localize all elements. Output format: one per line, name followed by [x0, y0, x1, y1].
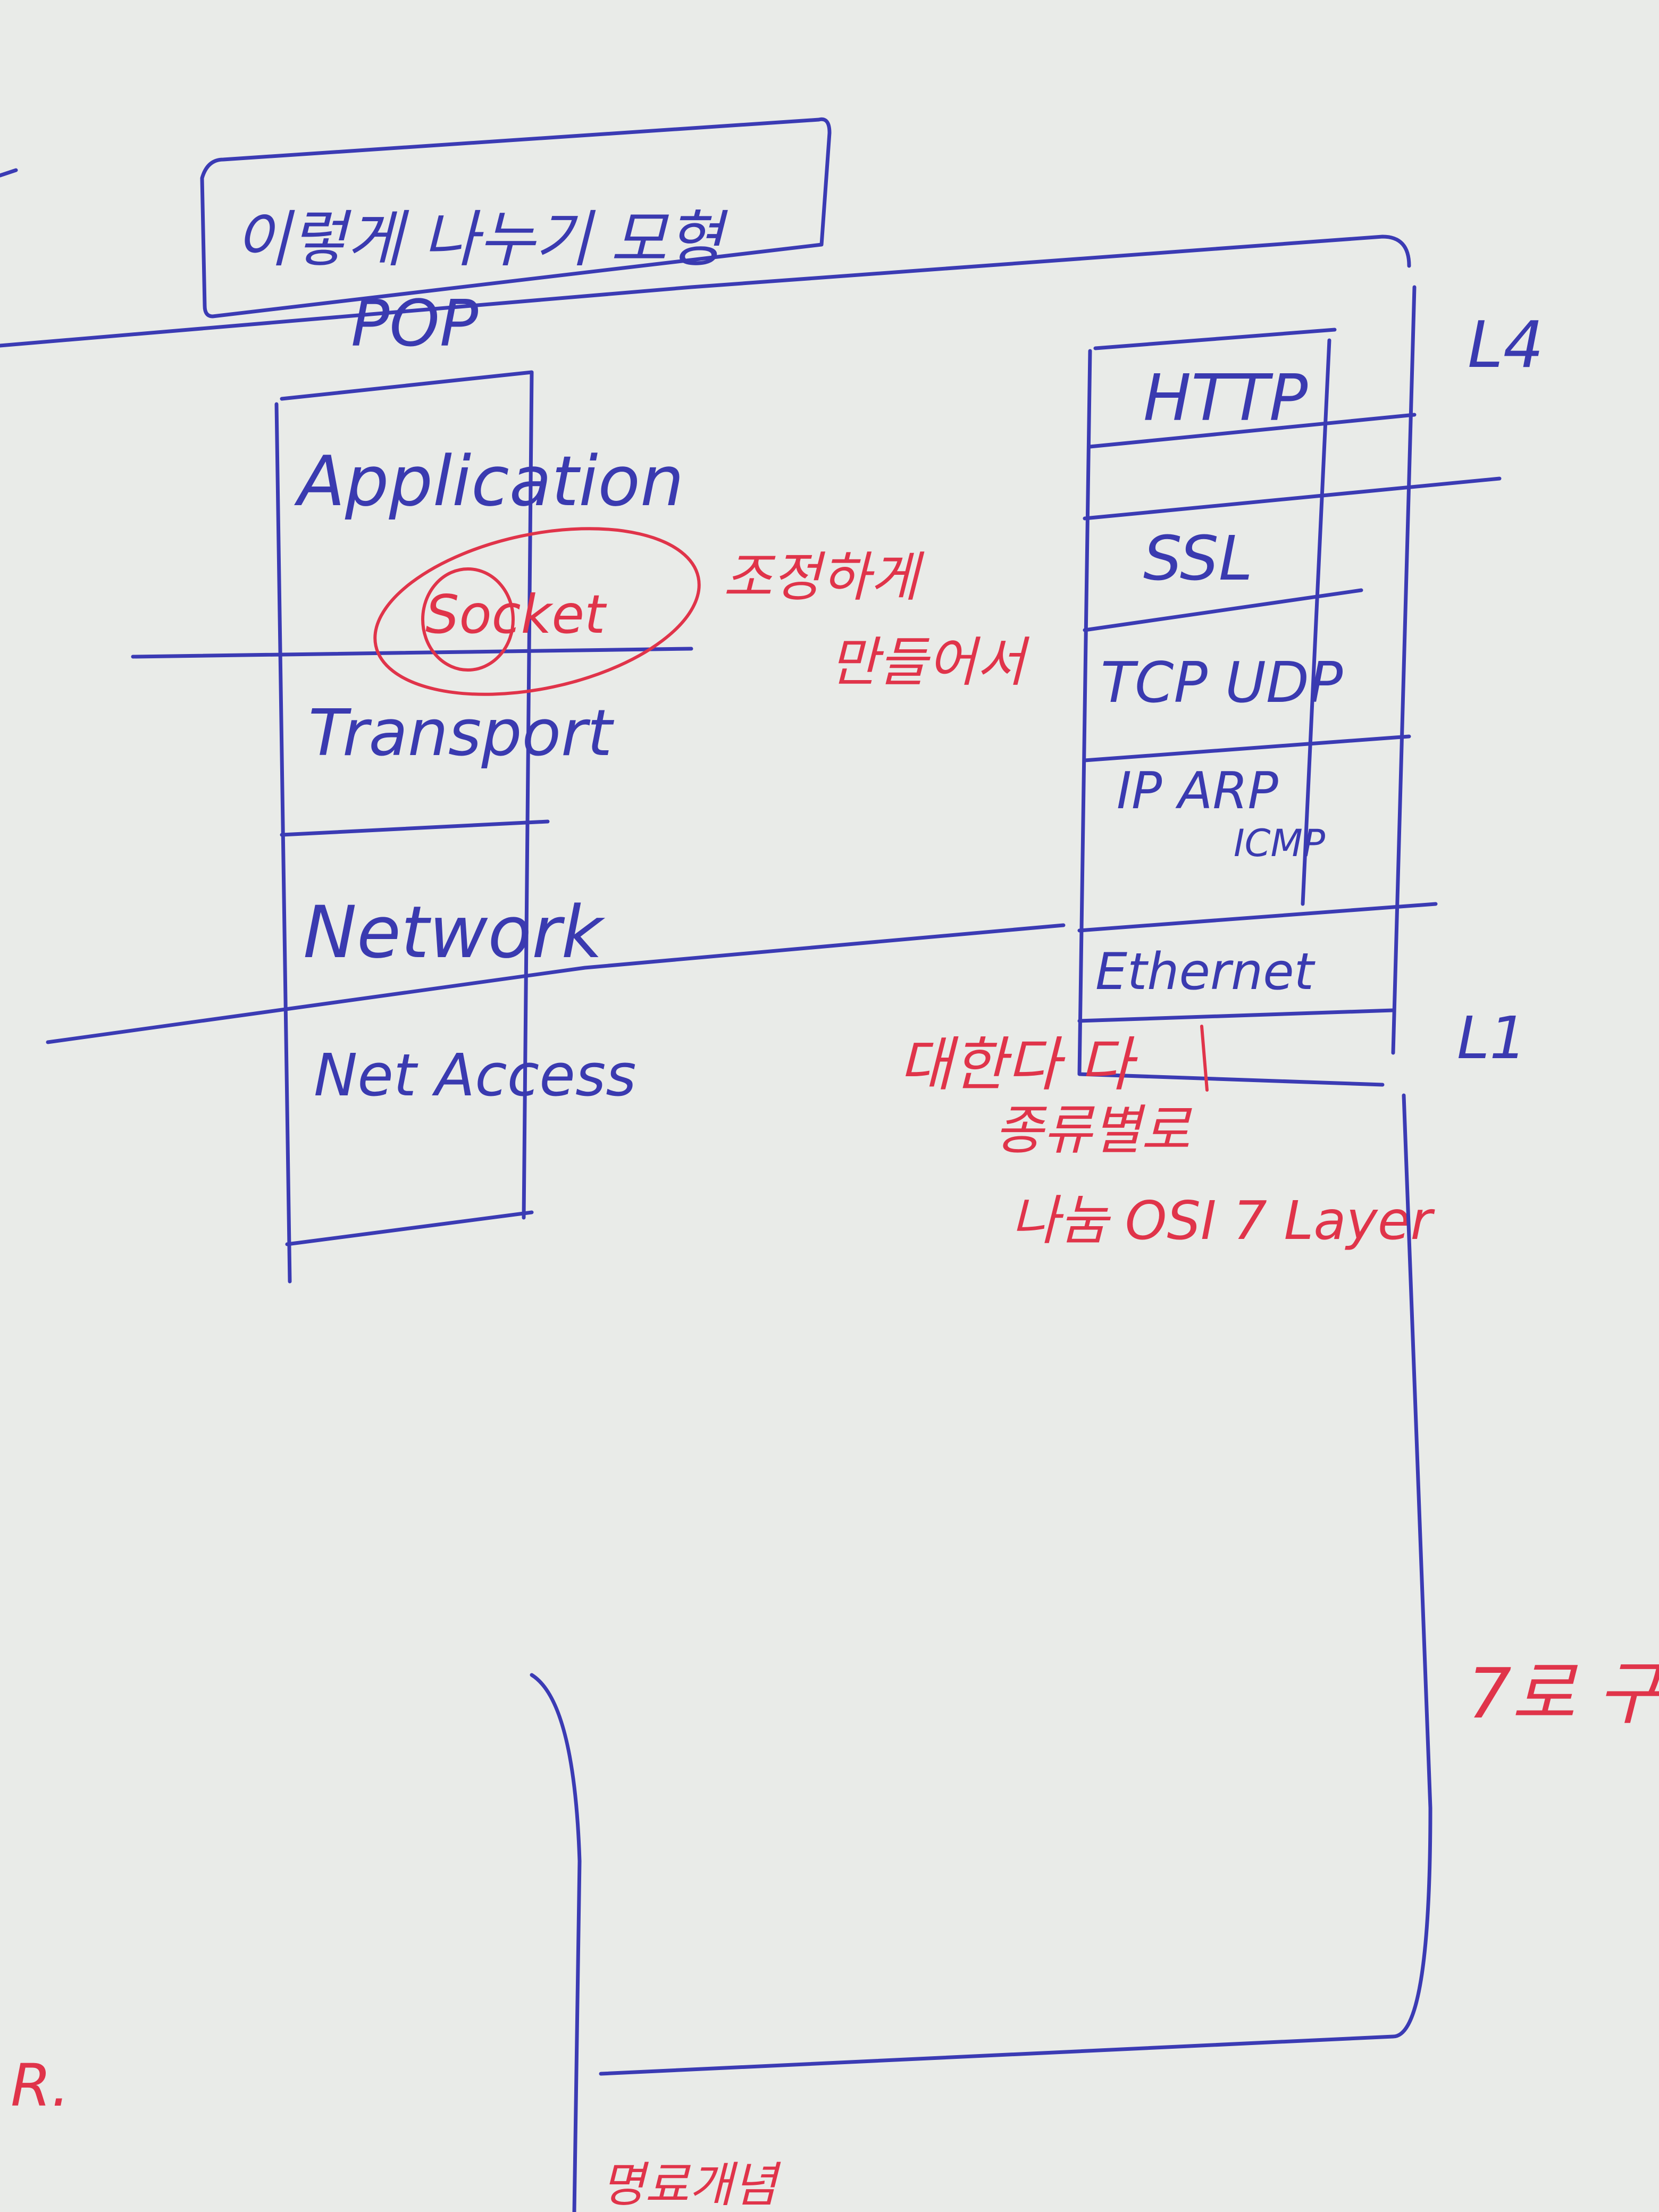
right-stack-inner-right — [1301, 338, 1331, 906]
socket-inner-circle — [421, 567, 515, 672]
left-margin-note: R. — [11, 2051, 70, 2119]
left-stack-frame-top-right — [280, 370, 534, 1220]
right-divider-tcp — [1083, 734, 1411, 763]
layer-network: Network — [303, 891, 605, 974]
layer-http: HTTP — [1143, 362, 1308, 435]
left-stack-heading: POP — [351, 287, 479, 361]
osi-note-line1: 대한다 다 — [899, 1030, 1138, 1099]
right-stack-outer-right — [1391, 285, 1417, 1055]
right-divider-ip — [1077, 902, 1438, 933]
label-l4: L4 — [1468, 308, 1544, 382]
layer-ethernet: Ethernet — [1095, 943, 1316, 1001]
right-divider-app-line — [1083, 476, 1502, 521]
top-separator-line — [0, 234, 1411, 348]
osi-note-line3: 나눔 OSI 7 Layer — [1010, 1189, 1435, 1252]
left-divider-socket — [131, 647, 693, 659]
lower-box-left — [530, 1673, 582, 2212]
socket-note-line1: 조정하게 — [723, 546, 925, 608]
layer-ip-arp: IP ARP — [1117, 762, 1278, 820]
title-text: 이렇게 나누기 모형 — [234, 204, 728, 275]
socket-highlight — [373, 527, 701, 696]
osi-note-line2: 종류별로 — [994, 1099, 1192, 1161]
layer-application: Application — [294, 441, 684, 522]
layer-icmp: ICMP — [1234, 822, 1326, 865]
title-box — [200, 117, 832, 319]
left-divider-network — [46, 923, 1066, 1044]
left-stack-bottom — [285, 1210, 534, 1246]
socket-label: Socket — [425, 583, 607, 646]
right-divider-ethernet — [1077, 1008, 1395, 1023]
right-margin-note: 7로 구 — [1468, 1653, 1659, 1734]
layer-transport: Transport — [308, 697, 614, 770]
right-stack-frame-left — [1077, 349, 1385, 1087]
lower-box-right-bottom — [599, 1093, 1432, 2076]
margin-mark — [0, 168, 18, 178]
left-divider-transport — [280, 819, 550, 837]
right-stack-top — [1093, 328, 1337, 350]
layer-ssl: SSL — [1143, 523, 1253, 594]
left-stack-frame-left — [274, 402, 292, 1284]
socket-note-line2: 만들어서 — [830, 631, 1030, 693]
red-arrow — [1200, 1025, 1209, 1092]
bottom-note: 명료개념 — [601, 2157, 781, 2212]
label-l1: L1 — [1457, 1004, 1527, 1072]
layer-tcp-udp: TCP UDP — [1101, 650, 1343, 715]
right-divider-http — [1088, 413, 1417, 449]
right-divider-ssl — [1083, 588, 1363, 632]
layer-net-access: Net Access — [314, 1041, 636, 1109]
